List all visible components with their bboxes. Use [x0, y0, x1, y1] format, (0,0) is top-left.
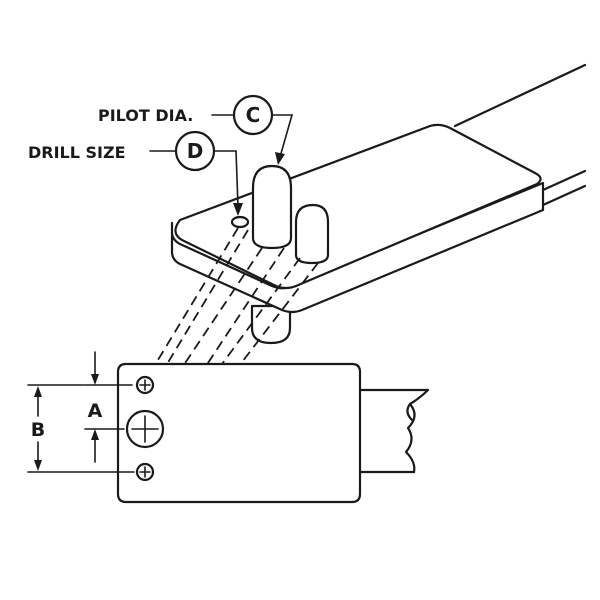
dimension-a-label: A — [88, 400, 103, 422]
lower-small-hole — [135, 462, 155, 482]
pilot-pin — [251, 164, 293, 250]
workpiece — [116, 362, 362, 504]
drill-hole — [230, 215, 250, 229]
short-pin — [294, 203, 330, 265]
callout-c-letter: C — [246, 103, 261, 127]
workpiece-extension — [358, 388, 430, 474]
pilot-tip-under-plate — [250, 304, 292, 345]
jig-arm — [453, 63, 587, 207]
dimension-b-label: B — [31, 419, 45, 441]
workpiece-holes — [125, 375, 165, 482]
callout-pilot-dia: PILOT DIA. C — [98, 94, 293, 165]
callout-drill-size: DRILL SIZE D — [28, 130, 243, 216]
jig-plate — [170, 123, 545, 314]
drill-size-label: DRILL SIZE — [28, 143, 126, 162]
dimension-a: A — [84, 351, 133, 463]
callout-d-letter: D — [187, 139, 204, 163]
upper-small-hole — [135, 375, 155, 395]
dimension-b: B — [27, 384, 135, 473]
pilot-dia-label: PILOT DIA. — [98, 106, 193, 125]
large-pilot-hole — [125, 409, 165, 449]
